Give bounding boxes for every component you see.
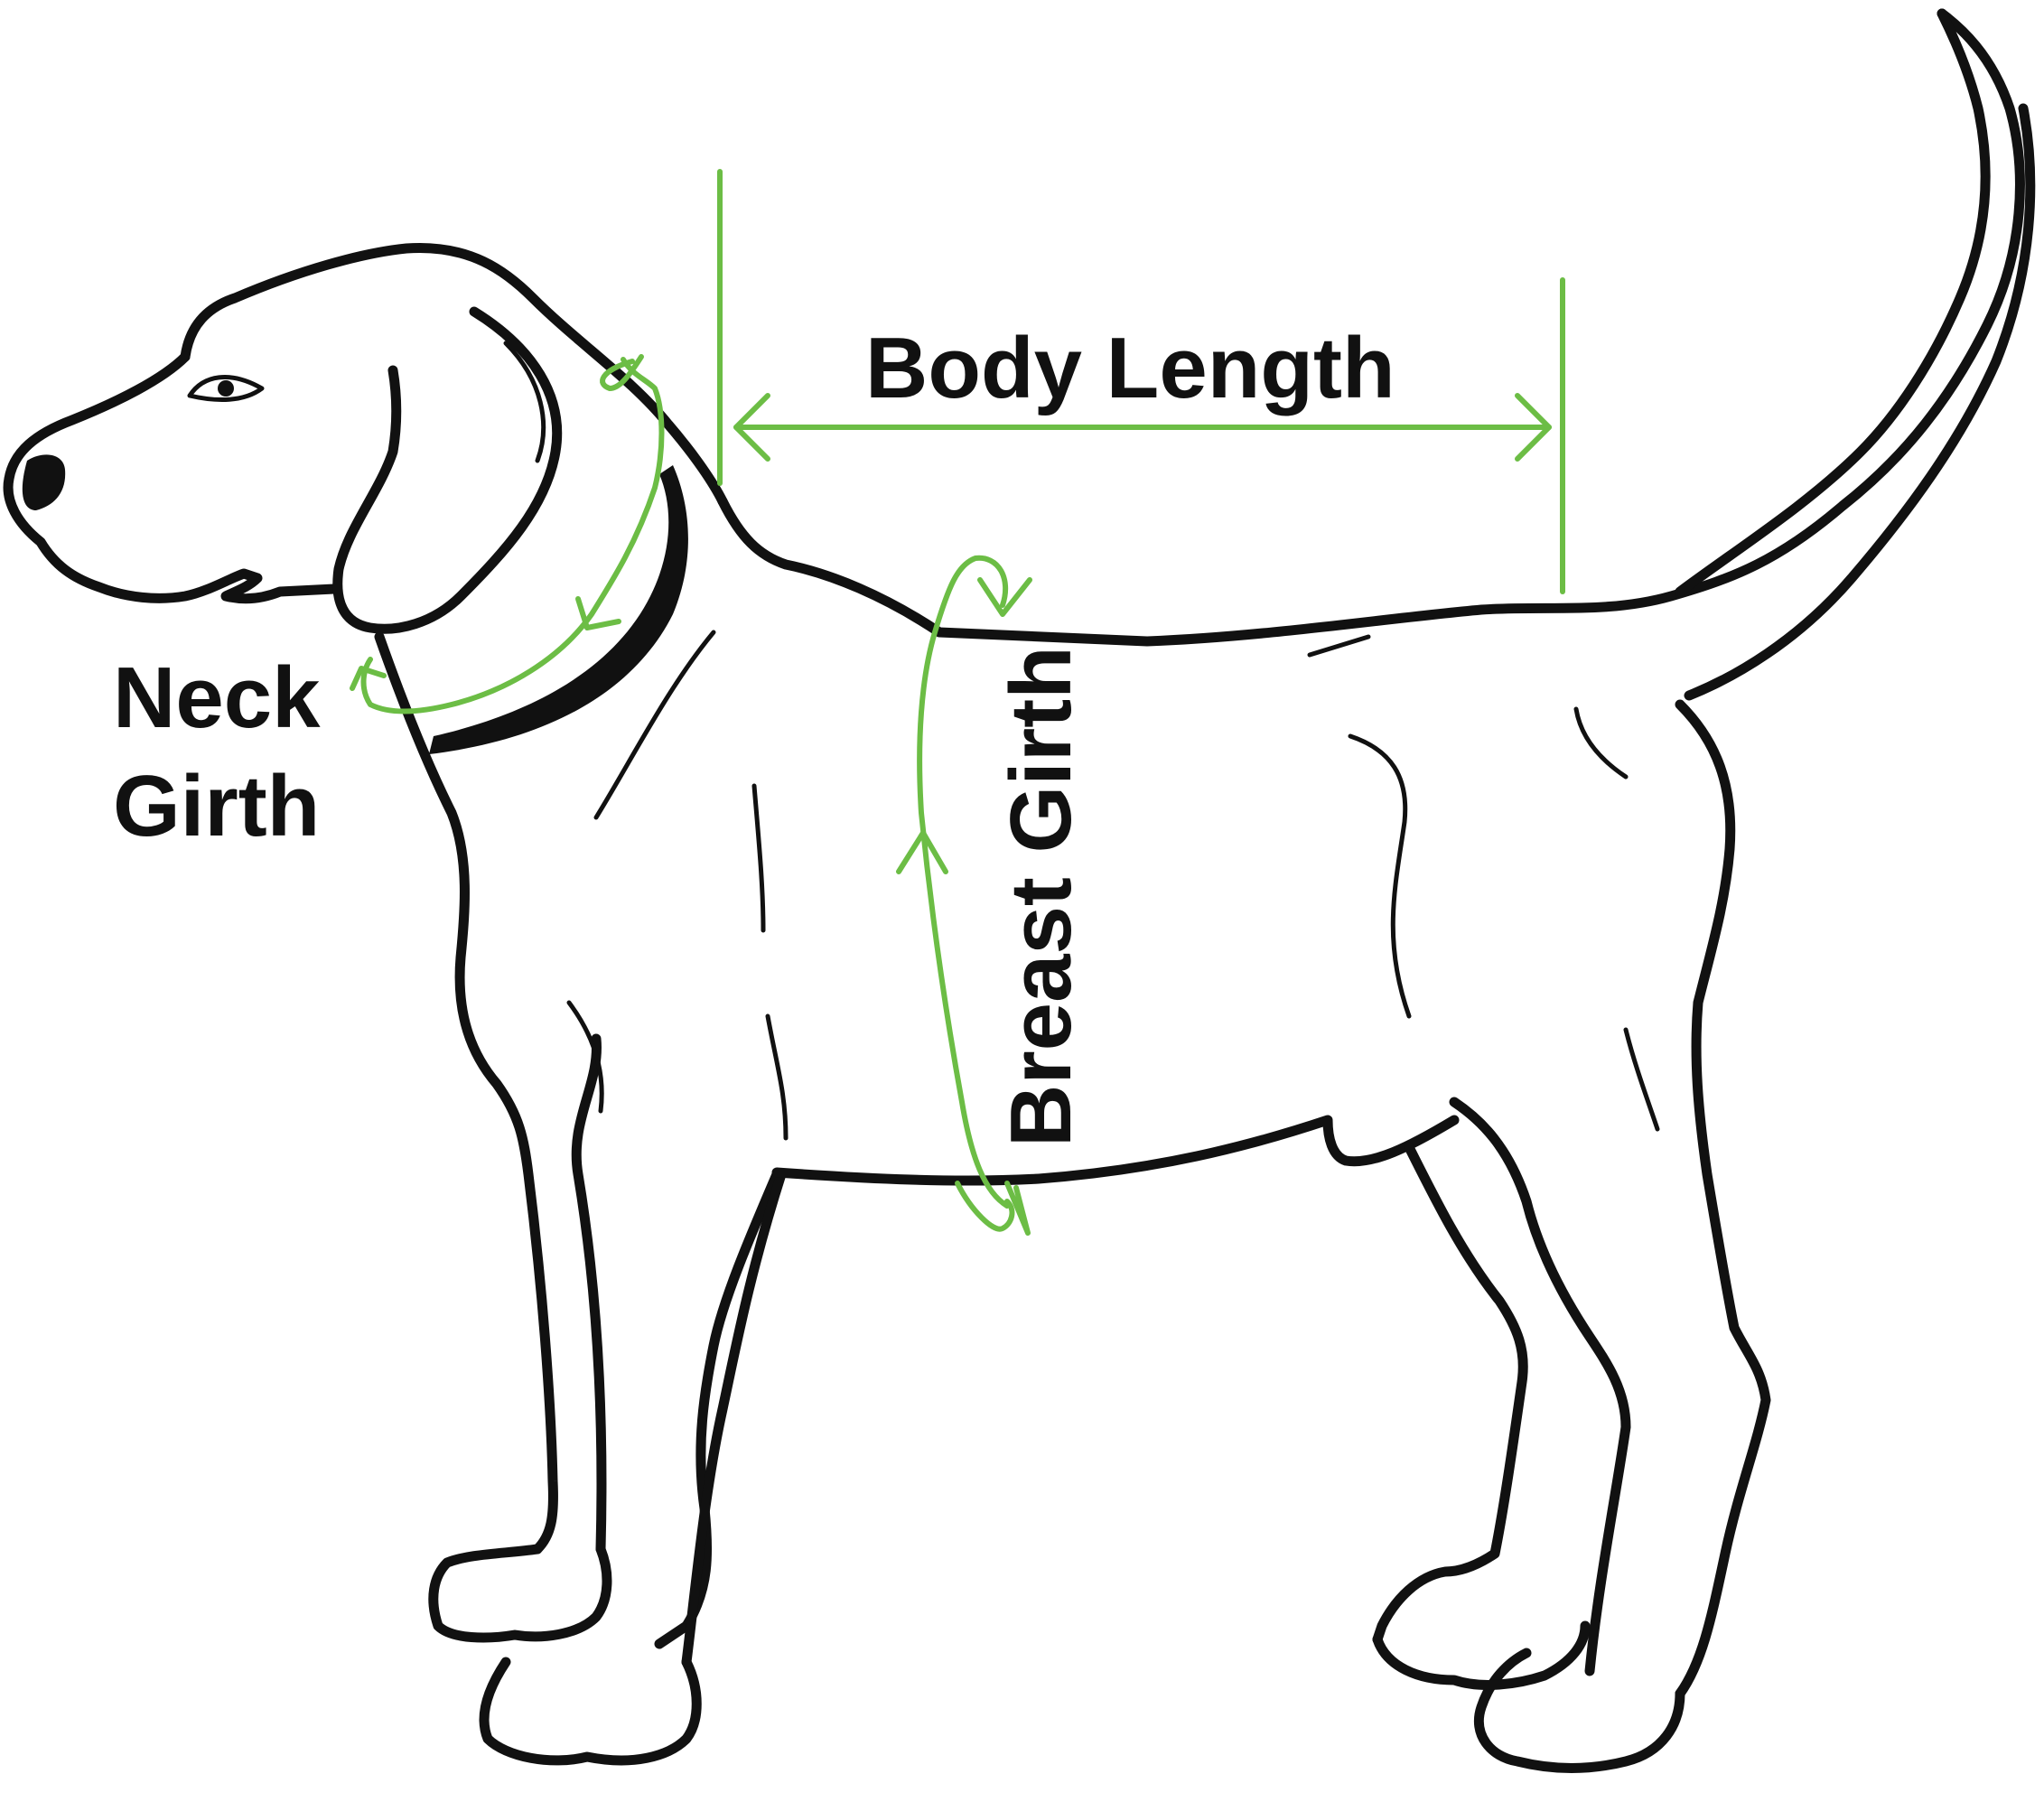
dog-nose [22, 454, 66, 510]
body-length-arrowhead-right [1515, 393, 1552, 462]
dog-muscle-line-7 [1623, 1027, 1660, 1132]
dog-back-paw-far [1372, 1620, 1591, 1690]
dog-rump-outline [1675, 699, 1771, 1699]
dog-front-paw-far [479, 1657, 702, 1766]
dog-pupil [218, 380, 234, 397]
measurement-overlays [350, 169, 1565, 1236]
dog-ear [332, 306, 563, 634]
dog-muscle-line-8 [1307, 634, 1371, 658]
dog-head-outline [180, 242, 728, 507]
dog-back-outline [717, 8, 2025, 647]
labels: Body Length Neck Girth Breast Girth [113, 320, 1395, 1147]
dog-ear-inner [503, 341, 546, 463]
dog-muscle-line-1 [593, 630, 716, 820]
dog-muscle-line-6 [1573, 706, 1629, 780]
breast-girth-label: Breast Girth [993, 646, 1089, 1147]
dog-muscle-line-2 [751, 783, 766, 933]
dog-snout-outline [3, 351, 340, 604]
dog-front-leg-far [654, 1169, 782, 1649]
dog-eye [187, 375, 265, 403]
body-length-arrowhead-left [733, 393, 770, 462]
dog-chest-outline [374, 631, 558, 1555]
neck-girth-loop-top [600, 354, 644, 391]
neck-girth-label-line1: Neck [113, 649, 321, 746]
breast-girth-loop-bottom [955, 1181, 1015, 1232]
dog-illustration [3, 8, 2036, 1773]
dog-tail [1675, 8, 1991, 597]
dog-collar [429, 465, 688, 754]
dog-front-leg-far-back [681, 1169, 787, 1667]
dog-back-leg-far [1372, 1142, 1528, 1645]
dog-belly-outline [771, 1115, 1460, 1186]
dog-front-leg-near-back [571, 1033, 607, 1555]
body-length-label: Body Length [865, 320, 1395, 416]
breast-girth-arrowhead-bottom [1004, 1181, 1031, 1236]
dog-muscle-line-4 [765, 1013, 789, 1141]
breast-girth-arrowhead-middle [896, 830, 948, 874]
breast-girth-loop [917, 555, 1010, 1209]
dog-back-leg-near-inner [1449, 1097, 1631, 1676]
dog-front-paw-near [428, 1544, 612, 1643]
dog-muscle-line-5 [1348, 733, 1412, 1019]
breast-girth-arrowhead-top [977, 577, 1032, 617]
dog-tail-underside [1684, 103, 2036, 701]
neck-girth-arrowhead-lower [350, 666, 387, 691]
neck-girth-loop [360, 357, 665, 714]
dog-back-paw-near [1473, 1648, 1685, 1773]
neck-girth-arrowhead-upper [575, 596, 621, 630]
dog-muscle-line-3 [566, 1000, 604, 1114]
neck-girth-label-line2: Girth [113, 758, 320, 854]
